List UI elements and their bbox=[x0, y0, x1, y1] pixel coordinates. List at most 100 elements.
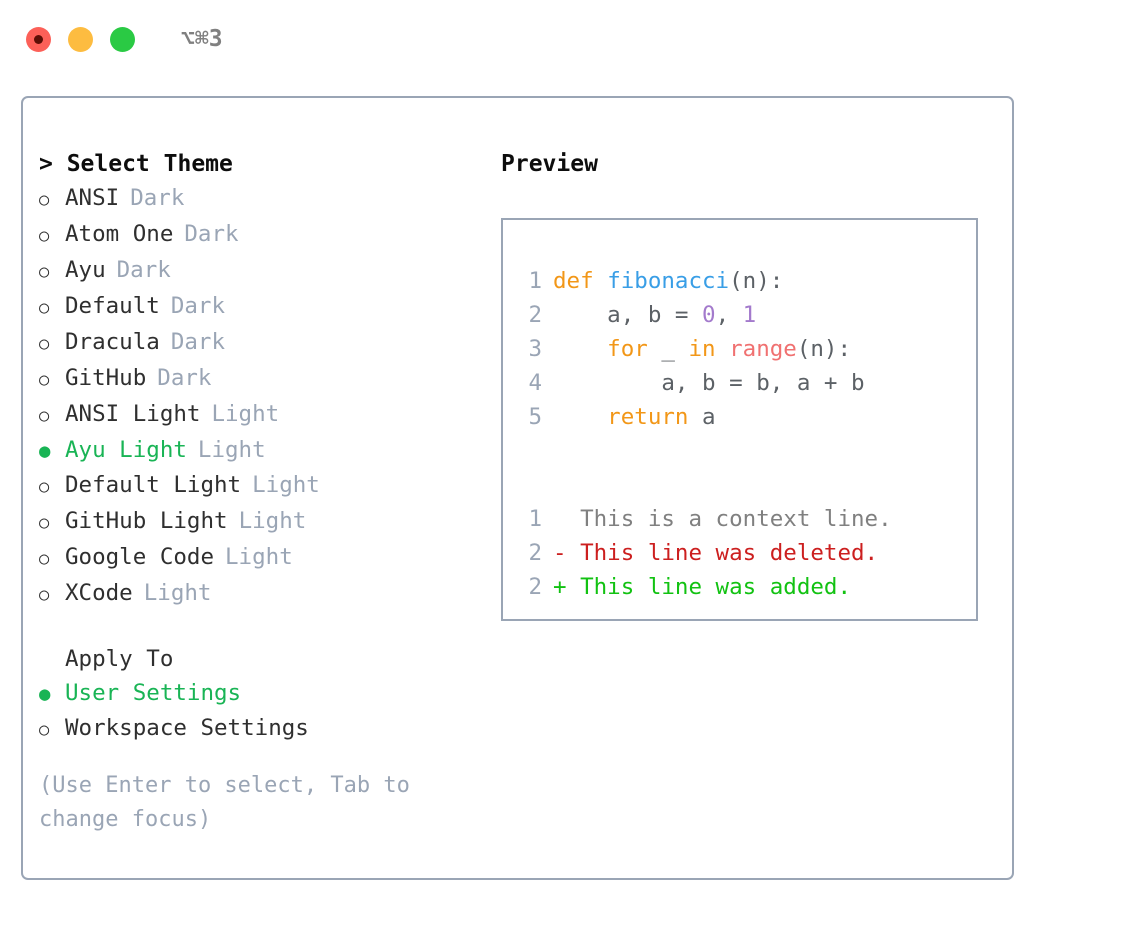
code-blank-line bbox=[517, 434, 976, 468]
code-content: a, b = b, a + b bbox=[542, 366, 865, 400]
code-line: 5 return a bbox=[517, 400, 976, 434]
token-function: fibonacci bbox=[607, 268, 730, 294]
theme-option-label: Google Code bbox=[65, 544, 215, 570]
keyboard-hint-text: (Use Enter to select, Tab to change focu… bbox=[39, 773, 424, 832]
preview-title: Preview bbox=[501, 151, 598, 177]
apply-to-option-label: User Settings bbox=[65, 680, 242, 706]
theme-option-tag: Dark bbox=[130, 185, 185, 211]
theme-option-default-light[interactable]: ○ Default Light Light bbox=[39, 468, 493, 504]
theme-option-label: Default bbox=[65, 293, 160, 319]
code-line: 2 a, b = 0, 1 bbox=[517, 298, 976, 332]
theme-option-ansi-light[interactable]: ○ ANSI Light Light bbox=[39, 397, 493, 433]
apply-to-option-workspace-settings[interactable]: ○ Workspace Settings bbox=[39, 711, 493, 747]
theme-option-tag: Light bbox=[225, 544, 293, 570]
theme-option-label: Dracula bbox=[65, 329, 160, 355]
theme-option-label: GitHub Light bbox=[65, 508, 228, 534]
token-punct: , bbox=[715, 302, 743, 328]
theme-option-label: XCode bbox=[65, 580, 133, 606]
code-line: 3 for _ in range(n): bbox=[517, 332, 976, 366]
token-keyword: in bbox=[688, 336, 730, 362]
radio-icon[interactable]: ○ bbox=[39, 370, 50, 390]
line-number: 1 bbox=[528, 506, 542, 532]
theme-option-tag: Light bbox=[252, 472, 320, 498]
diff-content: + This line was added. bbox=[553, 574, 852, 600]
token-keyword: for bbox=[553, 336, 662, 362]
theme-option-tag: Dark bbox=[170, 329, 226, 355]
apply-to-option-user-settings[interactable]: ● User Settings bbox=[39, 676, 493, 711]
theme-option-label: Default Light bbox=[65, 472, 242, 498]
diff-content: - This line was deleted. bbox=[553, 540, 879, 566]
theme-option-label: GitHub bbox=[65, 365, 147, 391]
title-bar: ⌥⌘3 bbox=[0, 0, 1140, 78]
radio-icon[interactable]: ○ bbox=[39, 226, 50, 246]
theme-option-tag: Dark bbox=[184, 221, 239, 247]
radio-icon[interactable]: ○ bbox=[39, 190, 50, 210]
apply-to-option-label: Workspace Settings bbox=[65, 715, 309, 741]
apply-to-header: Apply To bbox=[65, 646, 174, 672]
theme-option-google-code[interactable]: ○ Google Code Light bbox=[39, 540, 493, 576]
token-plain: a bbox=[702, 404, 716, 430]
preview-box: 1 def fibonacci(n): 2 a, b = 0, 1 3 for … bbox=[501, 218, 978, 621]
theme-option-atom-one[interactable]: ○ Atom One Dark bbox=[39, 217, 493, 253]
radio-icon[interactable]: ○ bbox=[39, 720, 50, 740]
diff-content: This is a context line. bbox=[553, 506, 892, 532]
token-keyword: return bbox=[553, 404, 703, 430]
code-blank-line bbox=[517, 468, 976, 502]
theme-option-dracula[interactable]: ○ Dracula Dark bbox=[39, 325, 493, 361]
minimize-button-icon[interactable] bbox=[68, 26, 93, 52]
line-number: 5 bbox=[528, 404, 542, 430]
token-plain: _ bbox=[661, 336, 689, 362]
theme-option-tag: Dark bbox=[116, 257, 171, 283]
code-content: return a bbox=[542, 400, 716, 434]
radio-icon[interactable]: ○ bbox=[39, 298, 50, 318]
line-number: 4 bbox=[528, 370, 542, 396]
radio-icon[interactable]: ○ bbox=[39, 477, 50, 497]
line-number: 2 bbox=[528, 540, 542, 566]
radio-icon[interactable]: ○ bbox=[39, 406, 50, 426]
theme-option-label: ANSI bbox=[65, 185, 120, 211]
token-plain: a, b = bbox=[553, 302, 703, 328]
radio-icon[interactable]: ○ bbox=[39, 262, 50, 282]
theme-option-tag: Light bbox=[197, 437, 266, 463]
token-number: 1 bbox=[742, 302, 757, 328]
main-card: > Select Theme ○ ANSI Dark ○ Atom One Da… bbox=[21, 96, 1014, 880]
radio-icon[interactable]: ○ bbox=[39, 513, 50, 533]
theme-option-ayu-light[interactable]: ● Ayu Light Light bbox=[39, 433, 493, 468]
preview-panel: Preview 1 def fibonacci(n): 2 a, b = 0, … bbox=[493, 98, 1012, 878]
code-line: 1 def fibonacci(n): bbox=[517, 264, 976, 298]
token-punct: (n): bbox=[729, 268, 784, 294]
theme-option-github[interactable]: ○ GitHub Dark bbox=[39, 361, 493, 397]
token-keyword: def bbox=[553, 268, 608, 294]
theme-option-github-light[interactable]: ○ GitHub Light Light bbox=[39, 504, 493, 540]
radio-icon[interactable]: ○ bbox=[39, 334, 50, 354]
theme-option-ayu[interactable]: ○ Ayu Dark bbox=[39, 253, 493, 289]
close-button-icon[interactable] bbox=[26, 26, 51, 52]
section-spacer bbox=[39, 612, 493, 642]
radio-icon[interactable]: ○ bbox=[39, 585, 50, 605]
theme-option-default[interactable]: ○ Default Dark bbox=[39, 289, 493, 325]
radio-icon[interactable]: ○ bbox=[39, 549, 50, 569]
hint-spacer bbox=[39, 747, 493, 769]
diff-line-context: 1 This is a context line. bbox=[517, 502, 976, 536]
theme-option-tag: Light bbox=[211, 401, 280, 427]
theme-option-label: Ayu bbox=[65, 257, 106, 283]
line-number: 3 bbox=[528, 336, 542, 362]
maximize-button-icon[interactable] bbox=[110, 26, 135, 52]
theme-picker-panel: > Select Theme ○ ANSI Dark ○ Atom One Da… bbox=[23, 98, 493, 878]
theme-option-label: ANSI Light bbox=[65, 401, 201, 427]
line-number: 2 bbox=[528, 574, 542, 600]
theme-option-tag: Light bbox=[143, 580, 212, 606]
code-line: 4 a, b = b, a + b bbox=[517, 366, 976, 400]
theme-option-ansi[interactable]: ○ ANSI Dark bbox=[39, 181, 493, 217]
theme-option-tag: Dark bbox=[157, 365, 212, 391]
token-plain: a, b = b, a + b bbox=[553, 370, 865, 396]
radio-icon-selected[interactable]: ● bbox=[39, 683, 51, 705]
theme-option-xcode[interactable]: ○ XCode Light bbox=[39, 576, 493, 612]
keyboard-shortcut-label: ⌥⌘3 bbox=[181, 25, 223, 52]
radio-icon-selected[interactable]: ● bbox=[39, 440, 51, 462]
line-number: 1 bbox=[528, 268, 542, 294]
token-number: 0 bbox=[702, 302, 716, 328]
code-content: a, b = 0, 1 bbox=[542, 298, 756, 332]
code-content: for _ in range(n): bbox=[542, 332, 851, 366]
